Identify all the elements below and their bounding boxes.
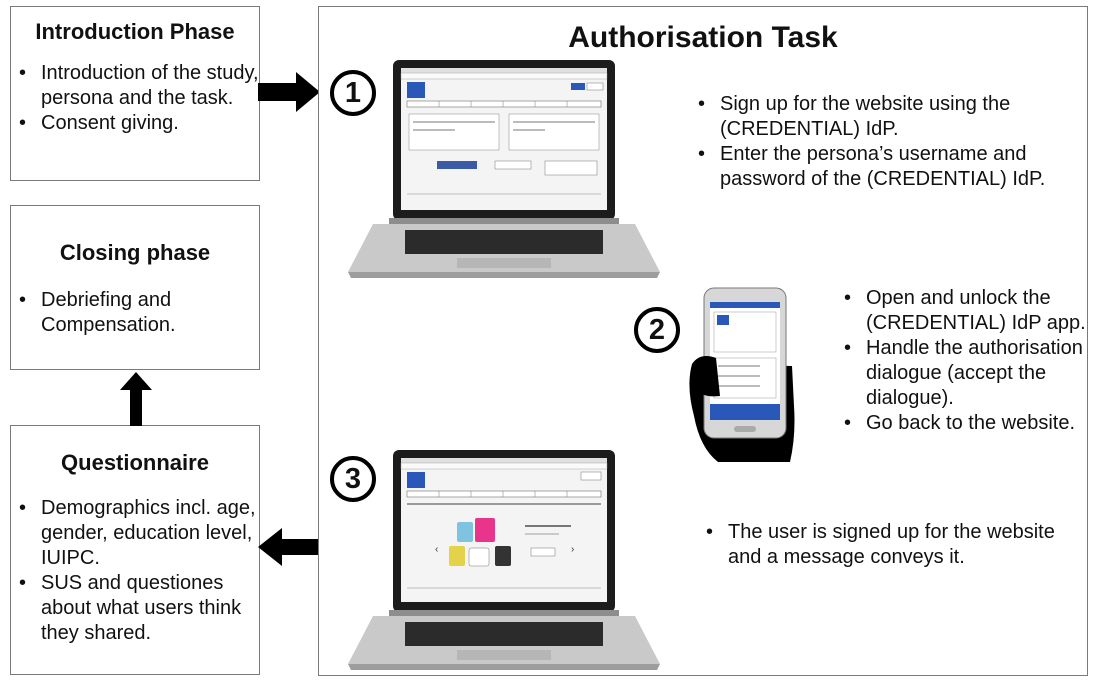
list-item: Enter the persona’s username and passwor… — [690, 142, 1050, 192]
list-item: Demographics incl. age, gender, educatio… — [11, 496, 259, 571]
list-item: The user is signed up for the website an… — [698, 520, 1068, 570]
list-item: SUS and questiones about what users thin… — [11, 571, 259, 646]
closing-phase-title: Closing phase — [59, 240, 211, 265]
step-2-badge: 2 — [634, 307, 680, 353]
step-1-list: Sign up for the website using the (CREDE… — [690, 92, 1050, 192]
closing-phase-box: Closing phase Debriefing and Compensatio… — [10, 205, 260, 370]
questionnaire-title: Questionnaire — [61, 450, 209, 475]
list-item: Go back to the website. — [836, 411, 1095, 436]
list-item: Sign up for the website using the (CREDE… — [690, 92, 1050, 142]
list-item: Introduction of the study, persona and t… — [11, 61, 259, 111]
laptop-signup-screenshot — [348, 60, 660, 278]
smartphone-in-hand-screenshot — [689, 287, 795, 462]
step-2-list: Open and unlock the (CREDENTIAL) IdP app… — [836, 286, 1095, 436]
arrow-right-icon — [258, 72, 320, 112]
closing-phase-list: Debriefing and Compensation. — [11, 288, 259, 338]
questionnaire-list: Demographics incl. age, gender, educatio… — [11, 496, 259, 646]
introduction-phase-box: Introduction Phase Introduction of the s… — [10, 6, 260, 181]
svg-text:›: › — [571, 544, 574, 555]
arrow-up-icon — [120, 372, 152, 426]
step-1-badge: 1 — [330, 70, 376, 116]
arrow-left-icon — [258, 528, 320, 566]
introduction-phase-list: Introduction of the study, persona and t… — [11, 61, 259, 136]
list-item: Debriefing and Compensation. — [11, 288, 259, 338]
list-item: Open and unlock the (CREDENTIAL) IdP app… — [836, 286, 1095, 336]
laptop-success-screenshot: ‹ › — [348, 450, 660, 670]
list-item: Consent giving. — [11, 111, 259, 136]
list-item: Handle the authorisation dialogue (accep… — [836, 336, 1095, 411]
questionnaire-box: Questionnaire Demographics incl. age, ge… — [10, 425, 260, 675]
step-3-list: The user is signed up for the website an… — [698, 520, 1068, 570]
svg-text:‹: ‹ — [435, 544, 438, 555]
authorisation-task-title: Authorisation Task — [568, 21, 838, 54]
introduction-phase-title: Introduction Phase — [35, 19, 235, 44]
step-3-badge: 3 — [330, 456, 376, 502]
